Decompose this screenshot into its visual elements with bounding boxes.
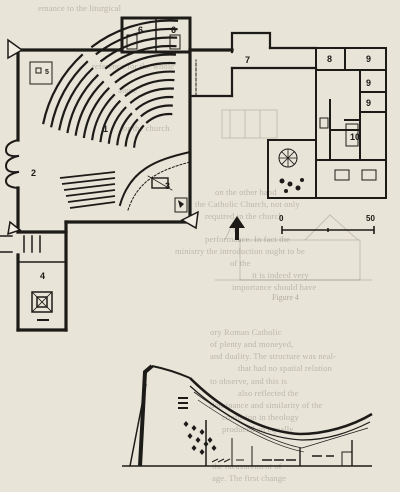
north-arrow — [229, 216, 245, 240]
pew-row — [67, 195, 116, 203]
pew-arc — [66, 73, 100, 134]
pew-arc — [82, 87, 110, 139]
stained-glass-points — [183, 421, 217, 455]
pew-arc — [99, 36, 178, 63]
room-label-nave: 1 — [103, 124, 108, 134]
pew-arc — [140, 104, 173, 118]
north-corridor — [188, 31, 318, 98]
pew-arc — [109, 53, 177, 77]
light-diamond — [199, 449, 205, 455]
room-label-rectory-a: 9 — [366, 54, 371, 64]
pew-arc — [104, 44, 177, 70]
pew-arc — [107, 106, 127, 144]
pew-arc — [58, 67, 94, 131]
pew-arc — [99, 99, 122, 143]
light-diamond — [207, 437, 213, 443]
light-diamond — [211, 445, 217, 451]
parish-wing — [315, 47, 387, 199]
scale-label-start: 0 — [279, 214, 284, 223]
pew-arc — [42, 53, 84, 125]
pew-arc — [95, 27, 178, 56]
baptistery-area — [17, 261, 67, 321]
room-label-sacristy: 10 — [350, 132, 360, 142]
background-elevation-ghost — [215, 109, 372, 281]
room-label-office: 8 — [327, 54, 332, 64]
sanctuary — [118, 150, 192, 213]
courtyard — [267, 139, 317, 199]
light-diamond — [199, 429, 205, 435]
spire-markers — [7, 38, 199, 236]
pew-arc — [145, 112, 173, 124]
room-label-alcoves: 2 — [31, 168, 36, 178]
pew-arc — [90, 19, 179, 49]
church-plan — [0, 16, 387, 332]
scale-label-end: 50 — [366, 214, 375, 223]
room-label-tower-east: 6 — [171, 25, 176, 35]
background-figure-caption: Figure 4 — [272, 293, 299, 302]
room-label-tower-west: 6 — [138, 25, 143, 35]
room-label-rectory-c: 9 — [366, 98, 371, 108]
roof-curve-lower — [189, 385, 371, 441]
pew-arc — [133, 124, 145, 148]
church-section — [122, 364, 373, 467]
pew-arc — [114, 61, 176, 84]
side-chapel — [29, 61, 53, 85]
pew-row — [59, 171, 116, 179]
room-label-rectory-b: 9 — [366, 78, 371, 88]
room-label-sanctuary: 3 — [165, 181, 170, 191]
pew-arc — [50, 60, 89, 128]
pew-arc — [129, 87, 174, 104]
pew-row — [61, 177, 116, 185]
pew-rows — [42, 19, 179, 209]
pew-arc — [116, 112, 133, 146]
pew-row — [69, 201, 116, 209]
room-label-chapel: 5 — [45, 69, 49, 76]
light-diamond — [195, 437, 201, 443]
pew-arc — [74, 80, 105, 136]
pew-arc — [119, 70, 175, 91]
light-diamond — [191, 425, 197, 431]
room-label-baptistery: 4 — [40, 271, 45, 281]
pew-arc — [134, 95, 174, 111]
pew-arc — [124, 78, 175, 98]
pew-row — [65, 189, 116, 197]
light-diamond — [203, 441, 209, 447]
light-diamond — [187, 433, 193, 439]
scale-bar — [281, 226, 375, 234]
pew-arc — [124, 118, 139, 147]
roof-curve-upper — [189, 377, 373, 436]
outer-walls — [16, 48, 234, 332]
west-alcoves — [4, 138, 20, 190]
light-diamond — [183, 421, 189, 427]
room-label-corridor: 7 — [245, 55, 250, 65]
light-diamond — [191, 445, 197, 451]
pew-arc — [91, 93, 116, 141]
pew-row — [63, 183, 116, 191]
entrance-canopy — [0, 235, 41, 253]
